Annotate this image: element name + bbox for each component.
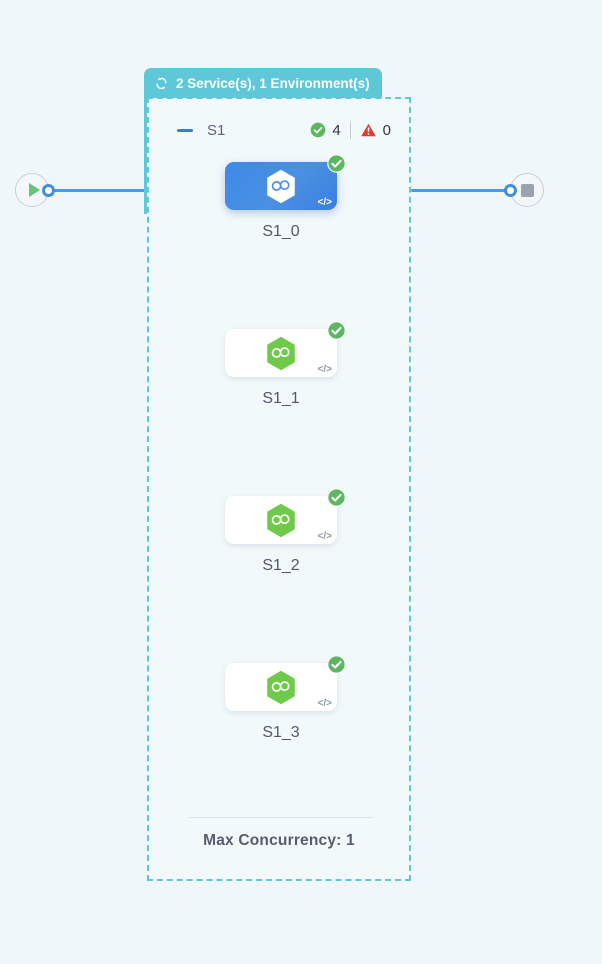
service-node-label: S1_2	[262, 557, 300, 574]
service-node-label: S1_3	[262, 724, 300, 741]
code-brackets-icon[interactable]: </>	[317, 698, 332, 709]
edge-start-to-group	[46, 189, 147, 192]
service-group-container[interactable]: S1 4 0	[147, 97, 411, 881]
start-node-output-port[interactable]	[42, 184, 55, 197]
status-error: 0	[360, 122, 391, 139]
service-node-label: S1_1	[262, 390, 300, 407]
service-node-card[interactable]: </>	[225, 488, 346, 544]
service-node-3[interactable]: </> S1_3	[149, 655, 413, 742]
check-circle-icon	[310, 122, 326, 138]
collapse-minus-icon[interactable]	[177, 128, 193, 132]
check-circle-icon	[327, 488, 346, 507]
hexagon-infinity-icon	[267, 169, 295, 203]
check-circle-icon	[327, 321, 346, 340]
group-name-label: S1	[207, 121, 226, 139]
code-brackets-icon[interactable]: </>	[317, 364, 332, 375]
status-success: 4	[310, 121, 341, 139]
group-status-summary: 4 0	[310, 121, 391, 139]
service-node-card[interactable]: </>	[225, 154, 346, 210]
service-node-label: S1_0	[262, 223, 300, 240]
play-icon	[28, 183, 40, 197]
end-node-input-port[interactable]	[504, 184, 517, 197]
service-node-2[interactable]: </> S1_2	[149, 488, 413, 575]
group-header-badge[interactable]: 2 Service(s), 1 Environment(s)	[144, 68, 382, 98]
sync-icon	[156, 76, 167, 90]
code-brackets-icon[interactable]: </>	[317, 531, 332, 542]
success-count: 4	[332, 121, 341, 139]
service-node-card[interactable]: </>	[225, 655, 346, 711]
hexagon-infinity-icon	[267, 670, 295, 704]
group-toolbar: S1 4 0	[149, 118, 409, 142]
status-divider	[349, 121, 351, 139]
edge-group-to-end	[411, 189, 511, 192]
code-brackets-icon[interactable]: </>	[317, 197, 332, 208]
service-node-1[interactable]: </> S1_1	[149, 321, 413, 408]
warning-triangle-icon	[360, 123, 376, 137]
check-circle-icon	[327, 655, 346, 674]
hexagon-infinity-icon	[267, 503, 295, 537]
hexagon-infinity-icon	[267, 336, 295, 370]
stop-icon	[520, 183, 534, 197]
group-footer-divider	[189, 817, 373, 818]
check-circle-icon	[327, 154, 346, 173]
error-count: 0	[382, 121, 391, 139]
service-node-card[interactable]: </>	[225, 321, 346, 377]
max-concurrency-label: Max Concurrency: 1	[203, 832, 355, 849]
group-header-label: 2 Service(s), 1 Environment(s)	[176, 75, 370, 91]
service-node-0[interactable]: </> S1_0	[149, 154, 413, 241]
